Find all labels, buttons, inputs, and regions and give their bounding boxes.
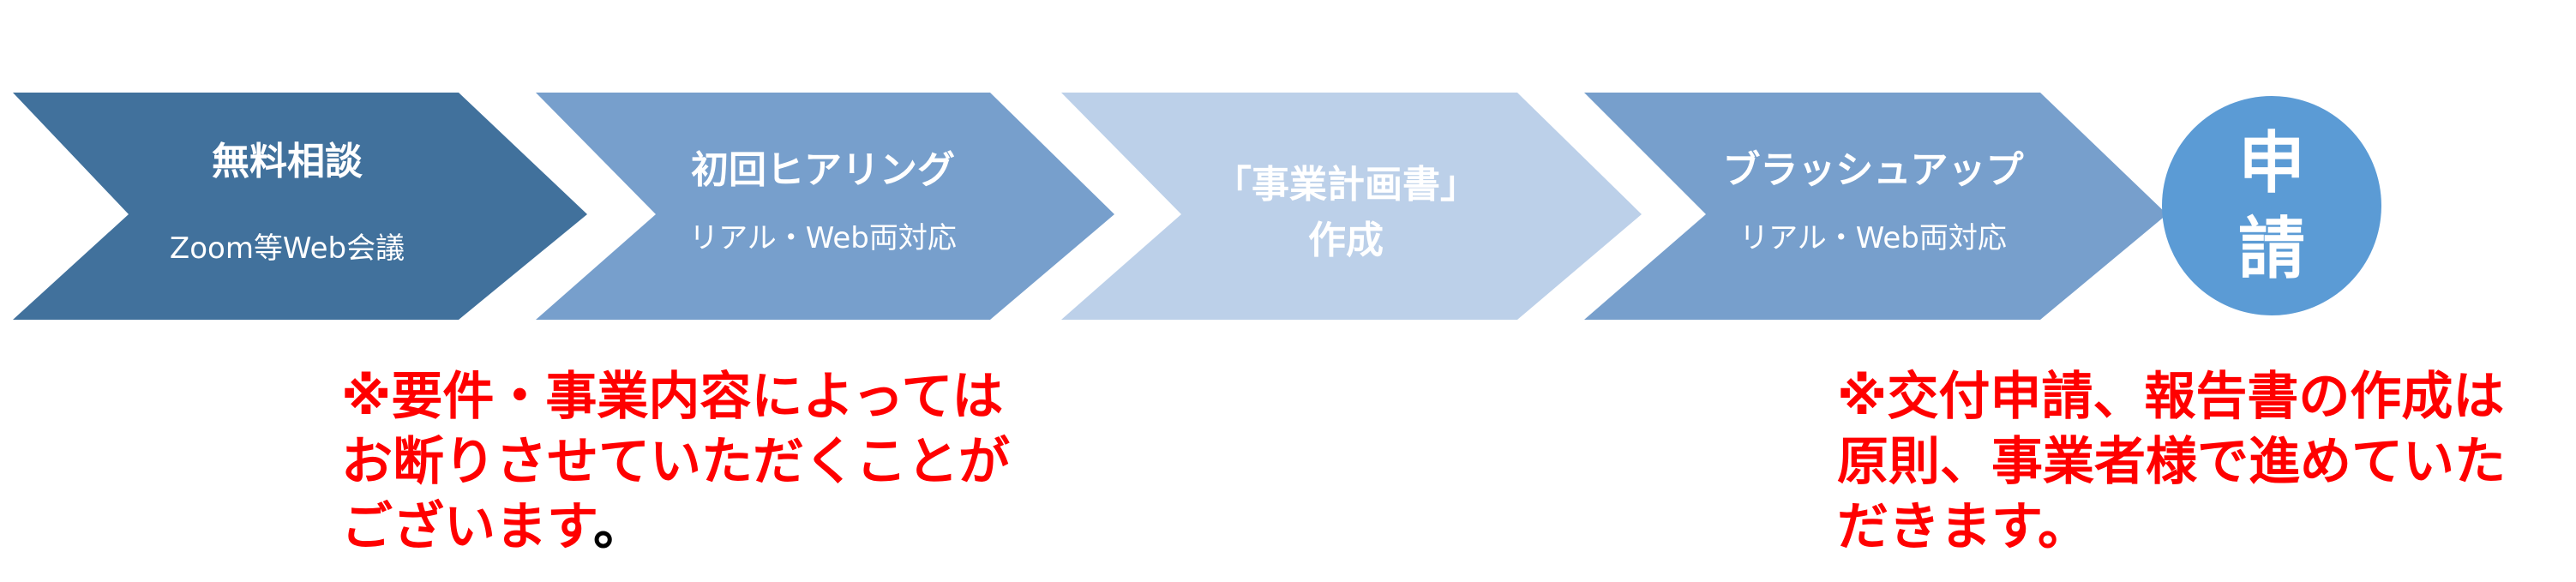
step-1-subtitle: Zoom等Web会議 [169,231,405,266]
right-note-line-1: ※交付申請、報告書の作成は [1837,367,2505,427]
step-3-title: 「事業計画書」 [1214,163,1478,207]
step-3-subtitle: 作成 [1308,219,1384,262]
step-2-chevron [536,93,1114,320]
right-note-line-2: 原則、事業者様で進めていた [1837,432,2506,492]
step-1-chevron [13,93,587,320]
final-step-circle [2162,96,2381,315]
left-note-end-mark: 。 [593,497,645,557]
step-2-subtitle: リアル・Web両対応 [689,221,957,255]
step-4-chevron [1584,93,2167,320]
final-step-label-line2: 請 [2237,211,2305,288]
step-1-title: 無料相談 [212,140,363,183]
step-4-title: ブラッシュアップ [1722,148,2024,192]
right-note: ※交付申請、報告書の作成は 原則、事業者様で進めていた だきます。 [1837,364,2506,560]
step-3-chevron [1061,93,1642,320]
left-note-line-3: ございます。 [341,495,1010,560]
step-4-subtitle: リアル・Web両対応 [1739,221,2007,255]
left-note: ※要件・事業内容によっては お断りさせていただくことが ございます。 [341,364,1010,560]
left-note-line-1: ※要件・事業内容によっては [341,367,1004,427]
right-note-line-3: だきます。 [1837,497,2089,557]
left-note-line-2: お断りさせていただくことが [341,432,1010,492]
left-note-line-3-text: ございます [341,497,593,557]
step-2-title: 初回ヒアリング [691,148,955,192]
final-step-label-line1: 申 [2237,125,2305,202]
